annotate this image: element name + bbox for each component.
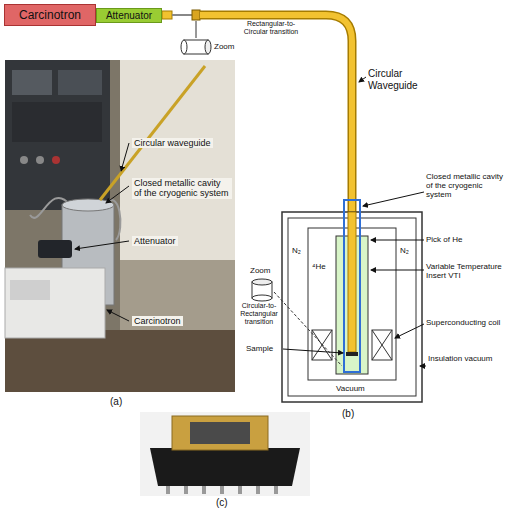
box-text: Carcinotron [19, 8, 81, 22]
part-label: Closed metallic cavity of the cryogenic … [426, 172, 510, 200]
rack-panel [58, 70, 102, 95]
transition [192, 10, 200, 20]
zoom-leader [274, 292, 342, 366]
coil-cross [372, 330, 392, 360]
pin [256, 486, 260, 494]
photo-label: Circular waveguide [132, 138, 213, 148]
pin [202, 486, 206, 494]
attenuator-photo [38, 240, 72, 258]
leader-arrow [106, 186, 129, 203]
waveguide-inner [348, 212, 356, 352]
part-label: Circular Waveguide [368, 68, 430, 91]
coil [312, 330, 332, 360]
sample [346, 352, 358, 356]
zoom-label: Zoom [214, 42, 234, 51]
leader-arrow [283, 349, 343, 353]
zoom-cylinder-end [205, 40, 211, 54]
photo-table [5, 330, 235, 392]
leader-arrow [420, 366, 426, 367]
leader-arrow [75, 241, 129, 249]
carcinotron-panel [10, 280, 50, 300]
photo-label: Attenuator [132, 236, 178, 246]
part-label: Sample [246, 344, 273, 353]
part-label: Variable Temperature Insert VTI [426, 262, 510, 280]
zoom-cylinder-end [252, 295, 272, 301]
feed-line [172, 14, 192, 16]
pin [166, 486, 170, 494]
leader-arrow [121, 143, 129, 171]
chip-carrier [172, 416, 268, 450]
part-label: Rectangular-to-Circular transition [236, 20, 306, 36]
cryostat-top [62, 199, 114, 211]
pin [274, 486, 278, 494]
coil-cross [312, 330, 332, 360]
attenuator-box: Attenuator [96, 8, 162, 23]
zoom-label: Zoom [250, 266, 270, 275]
photo-floor [120, 260, 235, 330]
zoom-cylinder-end [252, 279, 272, 285]
zoom-cylinder [184, 40, 208, 54]
chip-die [190, 422, 250, 444]
part-label: Pick of He [426, 235, 462, 244]
zoom-cylinder-end [181, 40, 187, 54]
pin [184, 486, 188, 494]
leader-arrow [359, 77, 366, 82]
source-box: Carcinotron [4, 4, 96, 26]
photo-label: Carcinotron [132, 316, 183, 326]
photo-ground [5, 60, 235, 392]
leader-arrow [371, 270, 424, 271]
region-label: ⁴He [312, 262, 326, 271]
panel-letter: (c) [216, 497, 228, 509]
chip-photo [140, 412, 310, 496]
leader-line [196, 21, 197, 38]
rack-panel [12, 102, 102, 142]
box-text: Attenuator [106, 10, 152, 21]
coil [372, 330, 392, 360]
leader-arrow [107, 310, 129, 321]
equipment-rack [5, 60, 110, 210]
leader-arrow [363, 192, 424, 206]
rack-panel [12, 70, 52, 95]
photo-label: Closed metallic cavity of the cryogenic … [132, 178, 232, 199]
photo-wall [120, 60, 235, 260]
panel-letter: (a) [110, 396, 122, 408]
knob [36, 156, 44, 164]
lab-photo [5, 60, 235, 392]
part-label: Insulation vacuum [428, 354, 510, 363]
knob [52, 156, 60, 164]
pin [220, 486, 224, 494]
part-label: Circular-to-Rectangular transition [236, 302, 282, 326]
region-label: N₂ [400, 246, 409, 255]
region-label: N₂ [292, 246, 301, 255]
socket [150, 448, 300, 486]
knob [20, 156, 28, 164]
part-label: Superconducting coil [426, 318, 510, 327]
panel-letter: (b) [342, 408, 354, 420]
photo-ground [140, 412, 310, 496]
region-label: Vacuum [336, 384, 365, 393]
carcinotron-photo [5, 268, 105, 338]
leader-arrow [371, 240, 424, 241]
leader-arrow [395, 324, 424, 338]
metallic-cavity [344, 200, 360, 372]
flange [162, 11, 172, 19]
pin [238, 486, 242, 494]
